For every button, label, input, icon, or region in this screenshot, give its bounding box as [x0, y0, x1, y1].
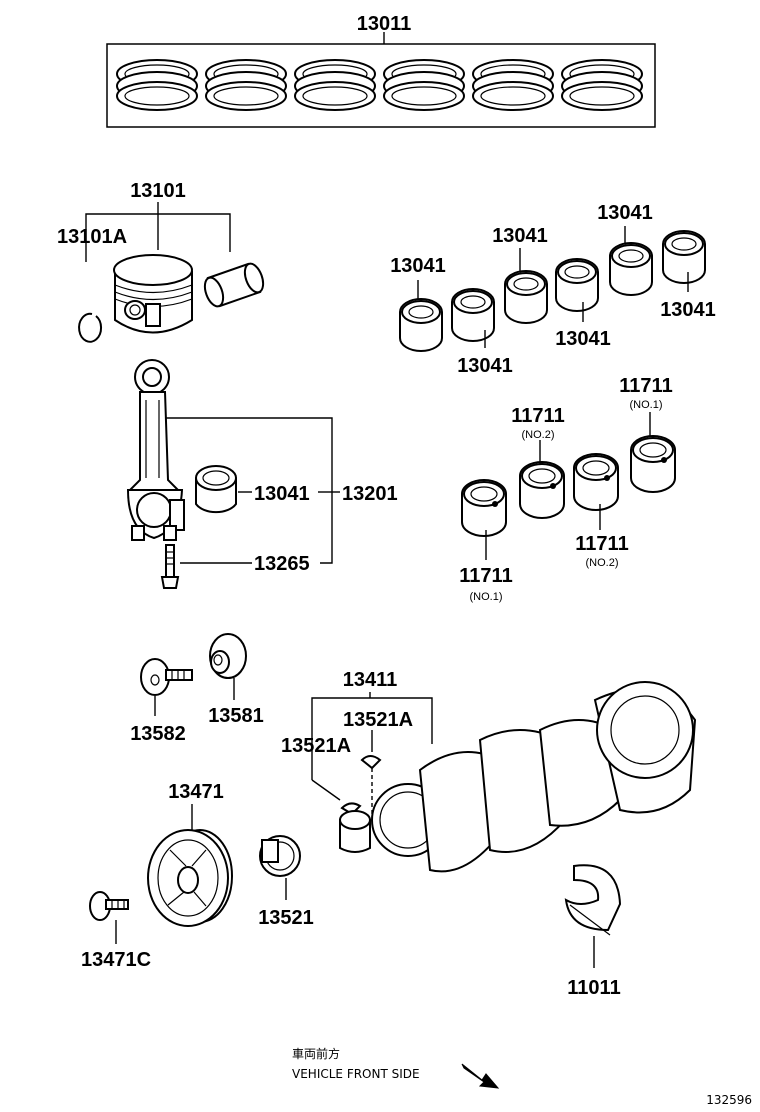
- label-main-bearing-no1-left-sub: (NO.1): [470, 591, 503, 603]
- main-bearing-1: [461, 479, 507, 537]
- piston-pin: [203, 262, 265, 308]
- label-main-bearing-no2-right: 11711: [575, 533, 628, 555]
- bearing-shell-3: [504, 270, 548, 324]
- label-13521A-right: 13521A: [343, 709, 413, 731]
- vehicle-front-japanese: 車両前方: [292, 1046, 340, 1061]
- piston-ring-set-3: [294, 59, 376, 111]
- label-bearing-13041-b: 13041: [457, 355, 513, 377]
- rod-bolt: [160, 544, 180, 589]
- main-bearing-shells: [461, 435, 676, 537]
- pulley-bolt: [89, 891, 129, 921]
- label-bearing-13041-c: 13041: [492, 225, 548, 247]
- plug-bolt: [140, 658, 193, 696]
- label-bearing-13041-f: 13041: [660, 299, 716, 321]
- piston: [113, 254, 193, 334]
- thrust-washer: [564, 864, 622, 936]
- label-bearing-13041-e: 13041: [597, 202, 653, 224]
- rod-bearing: [195, 465, 237, 514]
- piston-ring-set-4: [383, 59, 465, 111]
- crank-pulley: [147, 829, 233, 927]
- crank-plug: [209, 633, 247, 679]
- piston-ring-set-5: [472, 59, 554, 111]
- label-11011: 11011: [567, 977, 620, 999]
- ring-set-frame: [106, 43, 656, 128]
- label-13201: 13201: [342, 483, 398, 505]
- label-13471: 13471: [168, 781, 224, 803]
- timing-gear: [259, 835, 301, 877]
- label-main-bearing-no1-left: 11711: [459, 565, 512, 587]
- vehicle-front-arrow-icon: [461, 1063, 500, 1089]
- label-13521A-left: 13521A: [281, 735, 351, 757]
- label-bearing-13041-a: 13041: [390, 255, 446, 277]
- bearing-shell-5: [609, 242, 653, 296]
- label-main-bearing-no2-right-sub: (NO.2): [586, 557, 619, 569]
- piston-ring-set-1: [116, 59, 198, 111]
- label-13101A: 13101A: [57, 226, 127, 248]
- label-13582: 13582: [130, 723, 186, 745]
- bearing-shell-6: [662, 230, 706, 284]
- vehicle-front-side: VEHICLE FRONT SIDE: [292, 1067, 420, 1081]
- label-bearing-13041-d: 13041: [555, 328, 611, 350]
- bearing-shell-2: [451, 288, 495, 342]
- label-main-bearing-no1-right-sub: (NO.1): [630, 399, 663, 411]
- label-13411: 13411: [343, 669, 398, 691]
- bearing-shell-4: [555, 258, 599, 312]
- label-13581: 13581: [208, 705, 264, 727]
- label-13471C: 13471C: [81, 949, 151, 971]
- label-13265: 13265: [254, 553, 310, 575]
- main-bearing-4: [630, 435, 676, 493]
- main-bearing-2: [519, 461, 565, 519]
- woodruff-key-right: [360, 755, 382, 770]
- piston-rings-group: [116, 59, 643, 111]
- snap-ring: [78, 312, 103, 343]
- label-main-bearing-no1-right: 11711: [619, 375, 672, 397]
- piston-ring-set-6: [561, 59, 643, 111]
- woodruff-key-left: [340, 802, 362, 816]
- crankshaft: [339, 681, 697, 873]
- label-main-bearing-no2-left: 11711: [511, 405, 564, 427]
- bearing-shells-upper: [399, 230, 706, 352]
- label-main-bearing-no2-left-sub: (NO.2): [522, 429, 555, 441]
- label-rod-bearing-13041: 13041: [254, 483, 310, 505]
- main-bearing-3: [573, 453, 619, 511]
- label-13011: 13011: [357, 13, 412, 35]
- figure-number: 132596: [706, 1093, 752, 1107]
- bearing-shell-1: [399, 298, 443, 352]
- piston-ring-set-2: [205, 59, 287, 111]
- connecting-rod: [126, 359, 185, 541]
- label-13521: 13521: [258, 907, 314, 929]
- label-13101: 13101: [130, 180, 186, 202]
